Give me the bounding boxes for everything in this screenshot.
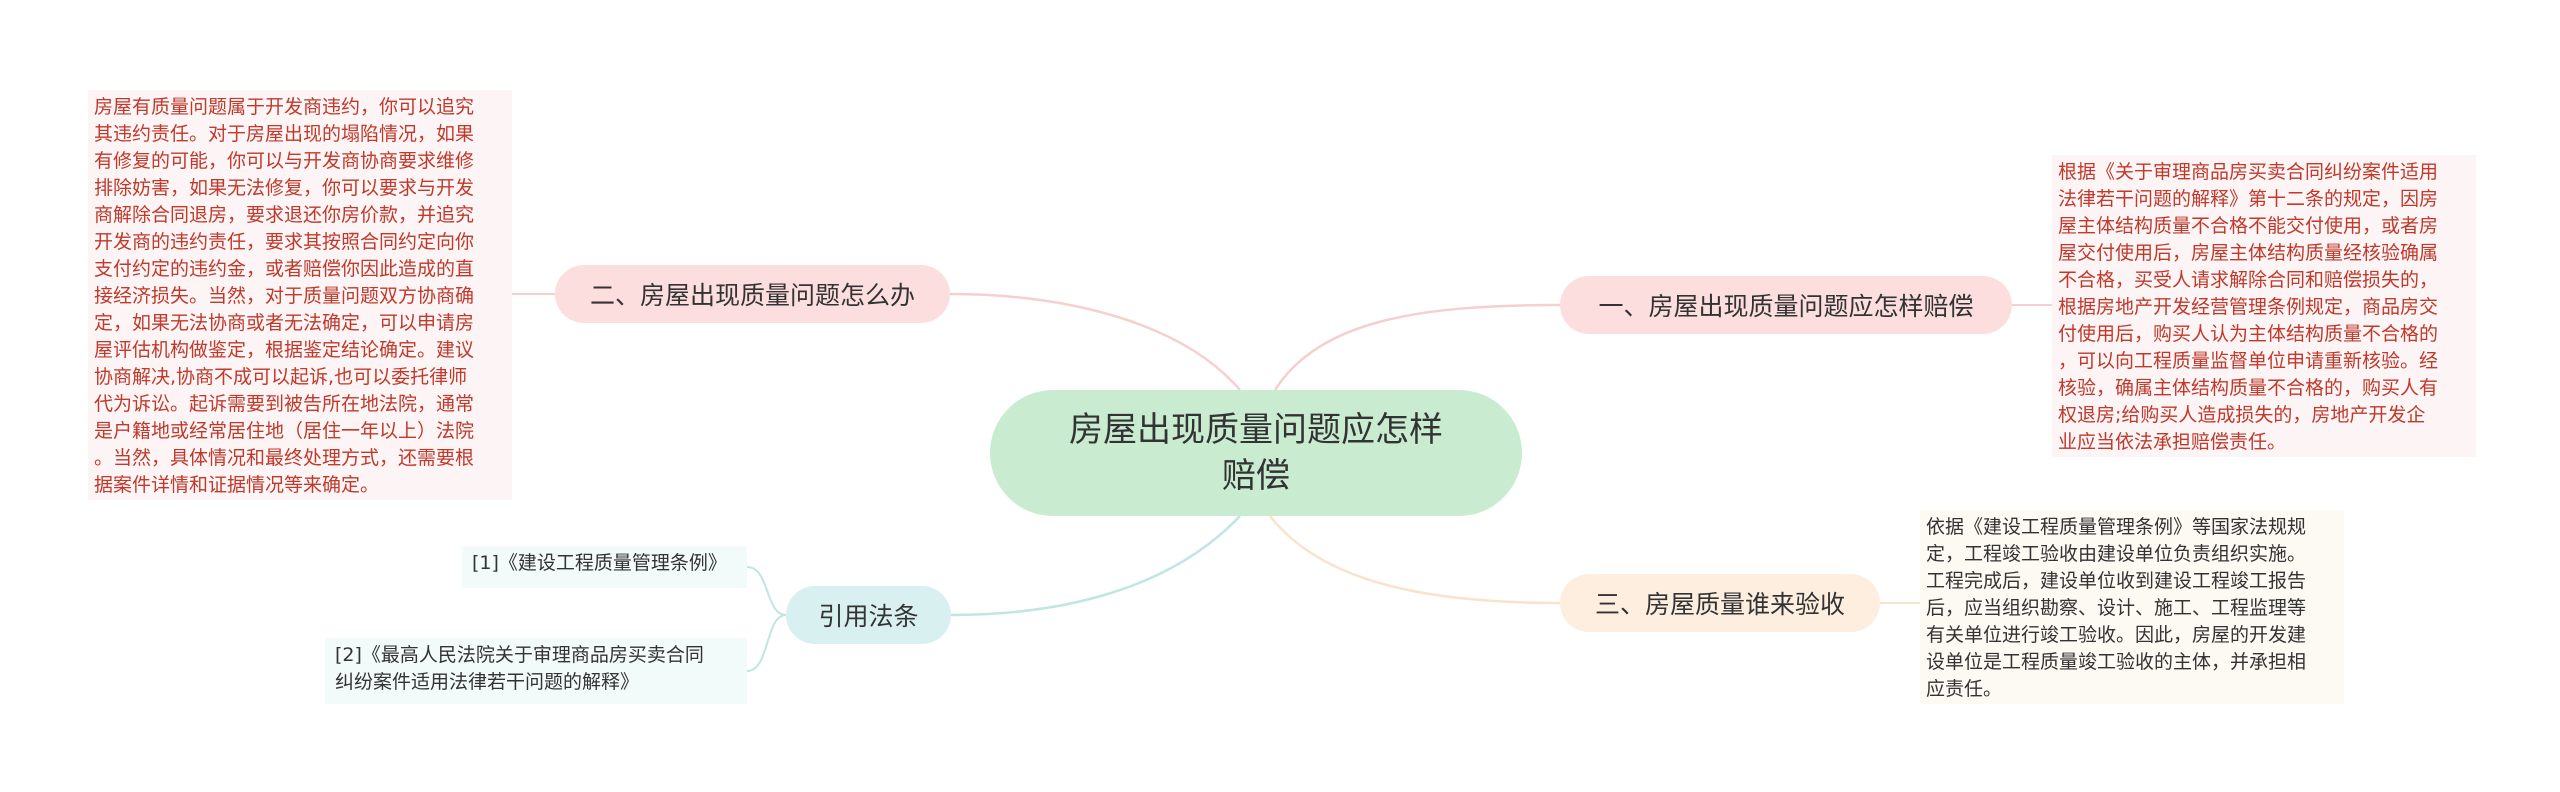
branch-compensation[interactable]: 一、房屋出现质量问题应怎样赔偿 xyxy=(1560,276,2012,334)
branch-inspection[interactable]: 三、房屋质量谁来验收 xyxy=(1560,574,1880,632)
branch-what-to-do[interactable]: 二、房屋出现质量问题怎么办 xyxy=(555,265,950,323)
link-center-b1 xyxy=(1273,303,1561,391)
reference-item[interactable]: [2]《最高人民法院关于审理商品房买卖合同 纠纷案件适用法律若干问题的解释》 xyxy=(325,638,747,704)
central-topic[interactable]: 房屋出现质量问题应怎样赔偿 xyxy=(990,390,1522,516)
note-compensation: 根据《关于审理商品房买卖合同纠纷案件适用 法律若干问题的解释》第十二条的规定，因… xyxy=(2052,155,2476,457)
link-b4-ref2 xyxy=(746,614,787,672)
link-b4-ref1 xyxy=(746,566,787,616)
link-center-b2 xyxy=(949,292,1241,391)
note-what-to-do: 房屋有质量问题属于开发商违约，你可以追究 其违约责任。对于房屋出现的塌陷情况，如… xyxy=(88,90,512,500)
link-center-b3 xyxy=(1269,515,1561,605)
reference-item[interactable]: [1]《建设工程质量管理条例》 xyxy=(462,546,747,588)
branch-references[interactable]: 引用法条 xyxy=(786,586,951,644)
link-center-b4 xyxy=(950,515,1241,617)
note-inspection: 依据《建设工程质量管理条例》等国家法规规 定，工程竣工验收由建设单位负责组织实施… xyxy=(1920,510,2344,704)
